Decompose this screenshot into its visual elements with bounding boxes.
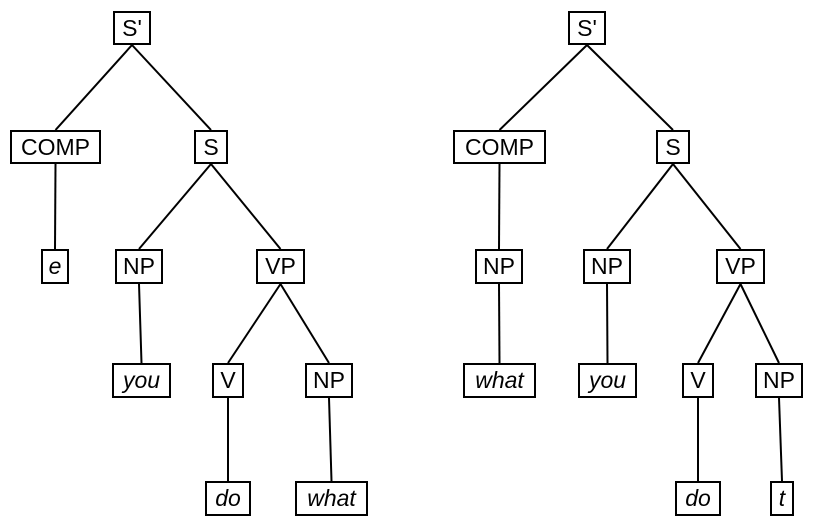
tree-node-l-you: you [112, 363, 171, 398]
tree-edge-r-vp-to-r-v [697, 283, 742, 364]
tree-node-r-s: S [656, 130, 690, 164]
tree-edge-r-sbar-to-r-s [586, 44, 674, 131]
tree-node-l-what: what [295, 481, 368, 516]
tree-edge-l-s-to-l-np1 [138, 163, 212, 250]
tree-edge-l-sbar-to-l-comp [54, 44, 133, 131]
tree-node-r-np2: NP [755, 363, 803, 398]
tree-node-l-comp: COMP [10, 130, 101, 164]
tree-edge-l-np1-to-l-you [138, 283, 143, 364]
tree-edge-l-sbar-to-l-s [131, 44, 212, 131]
tree-node-l-sbar: S' [113, 11, 151, 45]
tree-node-r-you: you [578, 363, 637, 398]
tree-node-l-e: e [41, 249, 69, 284]
tree-edge-l-comp-to-l-e [54, 163, 57, 250]
tree-node-r-what: what [463, 363, 536, 398]
tree-edge-l-np2-to-l-what [328, 397, 333, 482]
tree-edge-r-np0-to-r-what [498, 283, 501, 364]
tree-edge-r-np2-to-r-t [778, 397, 783, 482]
tree-node-l-np1: NP [115, 249, 163, 284]
tree-edge-r-comp-to-r-np0 [498, 163, 501, 250]
tree-node-r-np1: NP [583, 249, 631, 284]
tree-node-l-np2: NP [305, 363, 353, 398]
tree-node-r-t: t [770, 481, 794, 516]
tree-node-r-sbar: S' [568, 11, 606, 45]
tree-node-r-comp: COMP [453, 130, 546, 164]
tree-node-l-s: S [194, 130, 228, 164]
tree-edge-r-np1-to-r-you [606, 283, 609, 364]
tree-node-r-do: do [675, 481, 721, 516]
tree-node-l-v: V [212, 363, 244, 398]
tree-edge-l-vp-to-l-v [227, 283, 282, 364]
tree-edge-r-vp-to-r-np2 [739, 283, 780, 364]
tree-node-l-do: do [205, 481, 251, 516]
tree-edge-r-s-to-r-vp [672, 163, 742, 250]
tree-edge-r-s-to-r-np1 [606, 163, 674, 250]
tree-edge-r-sbar-to-r-comp [498, 44, 588, 131]
tree-node-r-v: V [682, 363, 714, 398]
tree-node-r-vp: VP [716, 249, 765, 284]
tree-node-r-np0: NP [475, 249, 523, 284]
tree-edge-l-vp-to-l-np2 [279, 283, 330, 364]
tree-edge-l-s-to-l-vp [210, 163, 282, 250]
tree-node-l-vp: VP [256, 249, 305, 284]
